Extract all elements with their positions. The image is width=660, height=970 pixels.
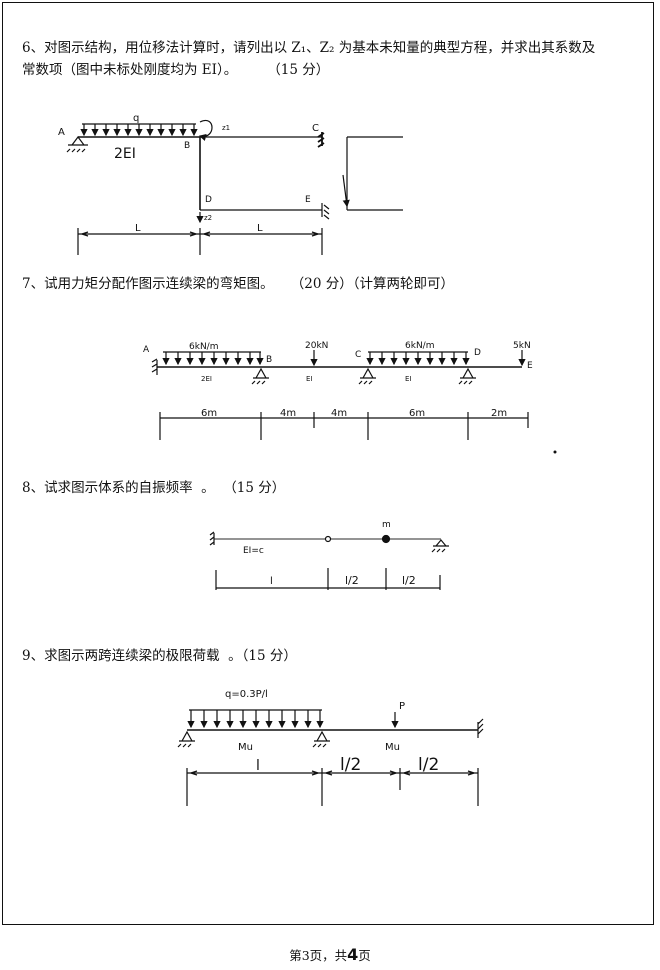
support-b [251,367,269,385]
support-d [458,367,476,385]
label-2ei: 2EI [114,146,136,162]
label-7-c: C [355,350,361,360]
fixed-support-a [151,358,158,375]
dimension-line-9 [186,768,479,806]
figure-6 [66,119,403,255]
footer-total: 4 [347,945,359,964]
support-9-middle [312,730,330,748]
label-7-b: B [266,355,272,365]
hinge [324,535,332,543]
footer-prefix: 第3页，共 [289,948,348,963]
label-mu-2: Mu [385,742,400,753]
footer-suffix: 页 [358,948,371,963]
fixed-support-9-right [477,718,484,738]
label-m: m [382,520,391,530]
dim-4m-1: 4m [280,408,296,419]
label-q-9: q=0.3P/l [225,689,268,700]
question-9-title: 9、求图示两跨连续梁的极限荷载 。（15 分） [22,648,297,664]
dim-6m-1: 6m [201,408,217,419]
label-ei-bc: EI [306,375,313,383]
moment-diagram [346,136,403,211]
load-arrows-9 [187,710,324,729]
label-a: A [58,127,65,138]
question-7-title: 7、试用力矩分配作图示连续梁的弯矩图。 （20 分）（计算两轮即可） [22,276,454,292]
dim-9-l: l [256,758,260,774]
figure-9 [177,709,484,806]
support-c [358,367,376,385]
rotation-z1-arrow [198,119,213,141]
label-q2: 6kN/m [405,341,434,351]
figure-7 [151,350,529,440]
dim-6m-2: 6m [409,408,425,419]
page-footer: 第3页，共4页 [0,945,660,964]
label-z1: z1 [222,124,230,132]
load-arrows-ab [162,352,264,366]
stray-dot [553,450,557,454]
question-8-title: 8、试求图示体系的自振频率 。 （15 分） [22,480,286,496]
support-c [317,132,325,148]
question-6-line-2: 常数项（图中未标处刚度均为 EI）。 （15 分） [22,62,330,78]
label-ei-c: EI=c [243,546,264,556]
dim-l-1: L [135,223,141,234]
label-p2: 5kN [513,341,531,351]
dim-l-2: L [257,223,263,234]
pin-support-right [431,539,449,553]
fixed-support-e [321,203,330,220]
label-p1: 20kN [305,341,328,351]
dim-9-l2-1: l/2 [340,755,361,775]
pin-support-a [68,136,88,146]
label-z2: z2 [204,214,212,222]
dim-9-l2-2: l/2 [418,755,439,775]
page-border [2,2,654,925]
dimension-line-8 [215,568,441,590]
dim-8-l2-2: l/2 [402,574,416,587]
fixed-support-left [209,531,215,546]
label-ei-cd: EI [405,375,412,383]
dimension-line-6 [77,228,323,255]
distributed-load-arrows [80,124,198,137]
label-7-e: E [527,361,533,371]
label-ei-ab: 2EI [201,375,212,383]
label-7-a: A [143,345,150,355]
load-arrows-cd [366,352,470,366]
dim-8-l2-1: l/2 [345,574,359,587]
label-q1: 6kN/m [189,342,218,352]
label-p: P [399,701,405,712]
mass-m [381,534,391,544]
dim-8-l: l [270,576,273,587]
label-7-d: D [474,348,481,358]
label-e: E [305,195,311,205]
label-mu-1: Mu [238,742,253,753]
question-6-line-1: 6、对图示结构，用位移法计算时，请列出以 Z₁、Z₂ 为基本未知量的典型方程，并… [22,40,596,56]
label-b: B [184,141,190,151]
dim-2m: 2m [491,408,507,419]
dimension-line-7 [159,412,529,440]
dim-4m-2: 4m [331,408,347,419]
label-q: q [133,113,139,124]
figure-8 [209,531,449,590]
label-c: C [312,123,319,134]
label-d: D [205,195,212,205]
support-9-left [177,730,195,748]
